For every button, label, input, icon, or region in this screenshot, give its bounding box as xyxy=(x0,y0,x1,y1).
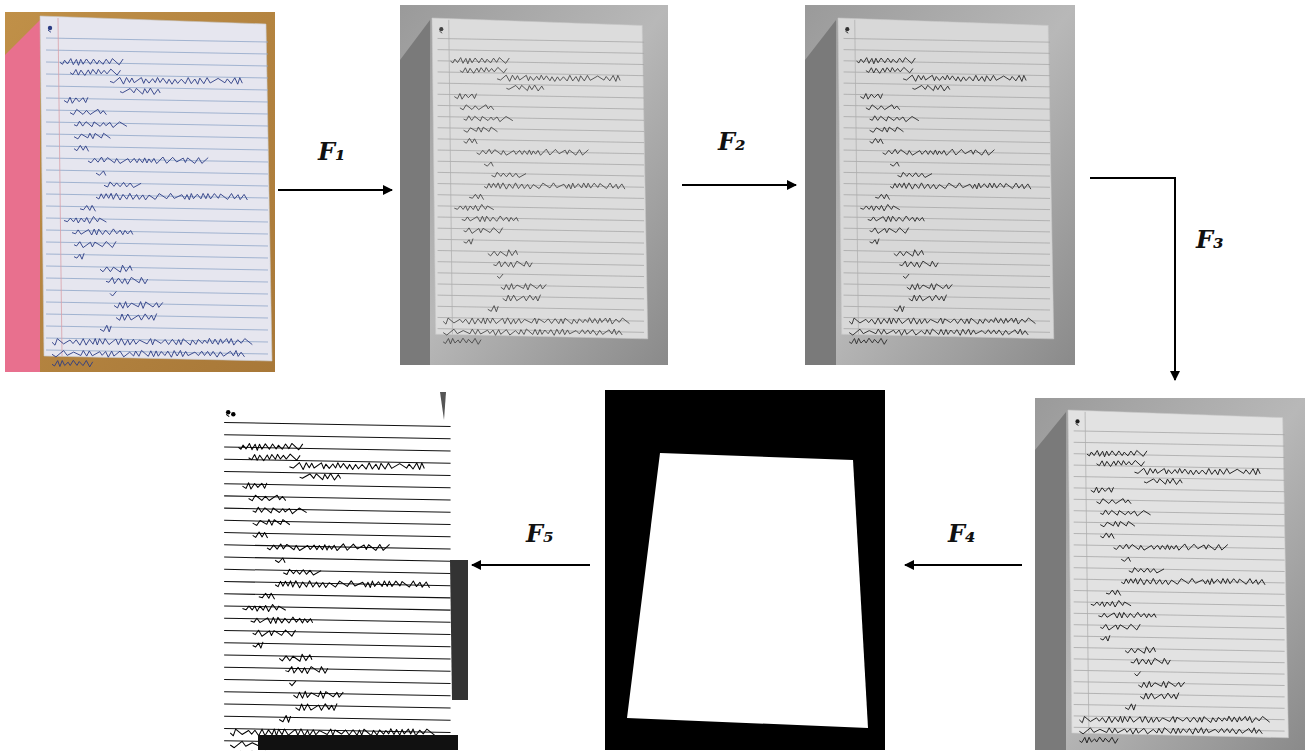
binarized-output xyxy=(200,390,470,751)
function-label: F₃ xyxy=(1196,228,1224,252)
function-label: F₁ xyxy=(318,140,346,164)
filtered-image xyxy=(805,5,1075,365)
input-photo xyxy=(5,12,275,372)
page-mask xyxy=(605,390,885,750)
function-label: F₅ xyxy=(526,522,554,546)
enhanced-image xyxy=(1035,398,1305,750)
flow-arrows xyxy=(278,178,1175,565)
function-label: F₂ xyxy=(718,130,746,154)
function-label: F₄ xyxy=(948,522,976,546)
grayscale-image xyxy=(400,5,668,365)
